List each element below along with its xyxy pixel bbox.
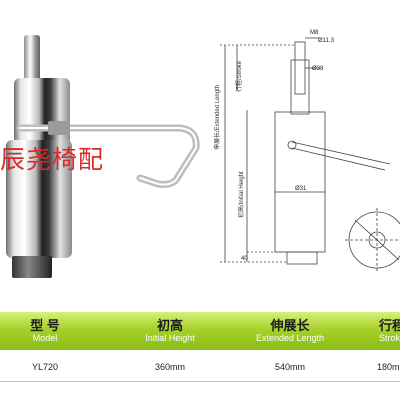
cell-model: YL720 — [31, 362, 59, 372]
header-stroke: 行程 Stroke — [378, 318, 400, 343]
spec-table-header: 型 号 Model 初高 Initial Height 伸展长 Extended… — [0, 312, 400, 350]
spec-table: 型 号 Model 初高 Initial Height 伸展长 Extended… — [0, 312, 400, 400]
header-initial-height: 初高 Initial Height — [145, 318, 195, 343]
dim-m8: M8 — [310, 30, 319, 36]
watermark-text: 辰尧椅配 — [0, 145, 105, 174]
cylinder-upper-tube — [14, 78, 70, 146]
gas-lift-photo — [6, 35, 200, 278]
header-extended-length: 伸展长 Extended Length — [255, 318, 325, 343]
cell-extended-length: 540mm — [274, 362, 305, 372]
cell-stroke: 180mm — [376, 362, 400, 372]
dim-d38: Ø38 — [312, 66, 324, 72]
technical-drawing: M8 Ø11.3 Ø38 Ø31 40 行程/Stroke 伸展长/Extend… — [213, 30, 400, 272]
dim-d113: Ø11.3 — [318, 38, 335, 44]
label-stroke: 行程/Stroke — [235, 60, 243, 92]
cylinder-body — [6, 140, 72, 258]
drawing-body — [274, 111, 326, 253]
label-extended-length: 伸展长/Extended Length — [213, 85, 221, 150]
cell-initial-height: 360mm — [154, 362, 185, 372]
cylinder-pin — [24, 35, 40, 80]
cylinder-base — [12, 256, 52, 278]
drawing-pin — [294, 41, 306, 95]
drawing-tube — [290, 59, 310, 115]
drawing-base — [286, 251, 318, 265]
table-row: YL720 360mm 540mm 180mm — [0, 350, 400, 388]
drawing-lever — [291, 141, 391, 165]
dim-40: 40 — [241, 256, 248, 262]
label-initial-height: 初高/Initial Height — [237, 171, 245, 218]
row-divider — [0, 381, 400, 382]
header-model: 型 号 Model — [30, 318, 60, 343]
dim-d31: Ø31 — [295, 186, 307, 192]
